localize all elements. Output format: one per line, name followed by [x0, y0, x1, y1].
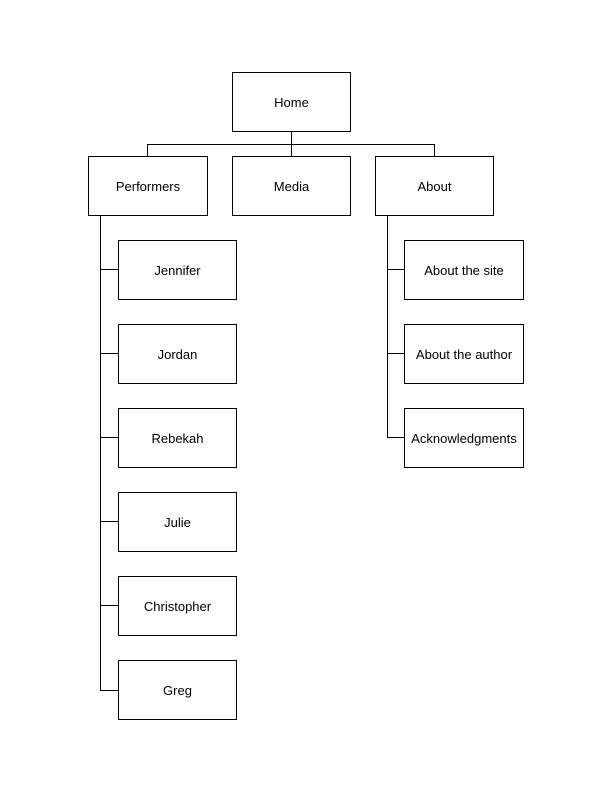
node-about-author: About the author [404, 324, 524, 384]
node-about-author-label: About the author [415, 346, 513, 362]
node-performer: Rebekah [118, 408, 237, 468]
node-performer: Jennifer [118, 240, 237, 300]
node-acknowledgments: Acknowledgments [404, 408, 524, 468]
node-performers: Performers [88, 156, 208, 216]
node-performer-label: Jennifer [154, 262, 201, 278]
node-about-site: About the site [404, 240, 524, 300]
node-performer-label: Rebekah [151, 430, 204, 446]
node-acknowledgments-label: Acknowledgments [411, 430, 517, 446]
node-media: Media [232, 156, 351, 216]
node-performer: Jordan [118, 324, 237, 384]
node-performer-label: Jordan [157, 346, 198, 362]
node-about-site-label: About the site [424, 262, 504, 278]
node-performer-label: Christopher [143, 598, 212, 614]
node-about: About [375, 156, 494, 216]
node-performer-label: Greg [163, 682, 192, 698]
node-home-label: Home [274, 94, 309, 110]
node-performer: Greg [118, 660, 237, 720]
node-performers-label: Performers [115, 178, 181, 194]
node-performer: Julie [118, 492, 237, 552]
node-home: Home [232, 72, 351, 132]
node-performer: Christopher [118, 576, 237, 636]
node-performer-label: Julie [164, 514, 191, 530]
node-media-label: Media [273, 178, 310, 194]
node-about-label: About [417, 178, 452, 194]
